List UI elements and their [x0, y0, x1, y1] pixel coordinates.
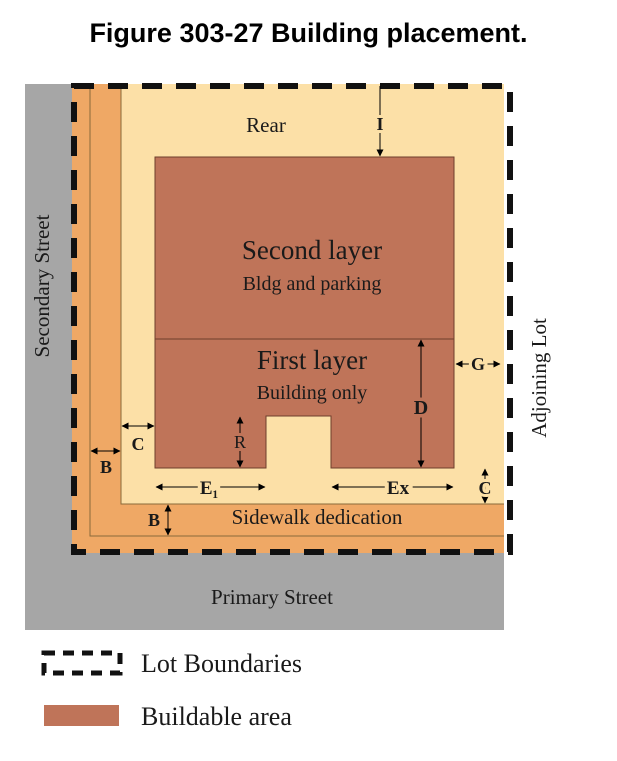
second-layer-sub-label: Bldg and parking	[243, 273, 382, 295]
lot-boundary	[71, 83, 513, 555]
primary-street-label: Primary Street	[211, 585, 333, 609]
dim-d-label: D	[414, 397, 428, 419]
legend-lot-boundary-icon	[41, 650, 123, 676]
second-layer-label: Second layer	[242, 235, 382, 265]
dim-r-label: R	[234, 432, 246, 452]
page-title: Figure 303-27 Building placement.	[89, 18, 528, 48]
first-layer-label: First layer	[257, 345, 367, 375]
dim-i-label: I	[376, 114, 383, 134]
rear-label: Rear	[246, 113, 286, 137]
dim-b-front-label: B	[148, 510, 160, 530]
buildable-area	[154, 156, 455, 469]
secondary-street-label: Secondary Street	[30, 214, 54, 357]
dim-b-side-label: B	[100, 457, 112, 477]
sidewalk-label: Sidewalk dedication	[232, 505, 403, 529]
dim-ex-label: Ex	[387, 478, 410, 499]
adjoining-lot-label: Adjoining Lot	[527, 318, 551, 438]
legend-lot-boundaries-label: Lot Boundaries	[141, 649, 302, 678]
legend-buildable-area-label: Buildable area	[141, 702, 292, 731]
first-layer-sub-label: Building only	[257, 382, 368, 404]
legend: Lot Boundaries Buildable area	[41, 649, 302, 731]
dim-e1-label: E₁	[200, 478, 218, 499]
sidewalk-inner-line	[89, 84, 504, 537]
setback-line	[120, 84, 504, 505]
legend-buildable-swatch	[44, 705, 119, 726]
dim-c-side-label: C	[132, 434, 145, 454]
dim-g-label: G	[471, 354, 485, 374]
dim-c-front-label: C	[479, 478, 492, 498]
